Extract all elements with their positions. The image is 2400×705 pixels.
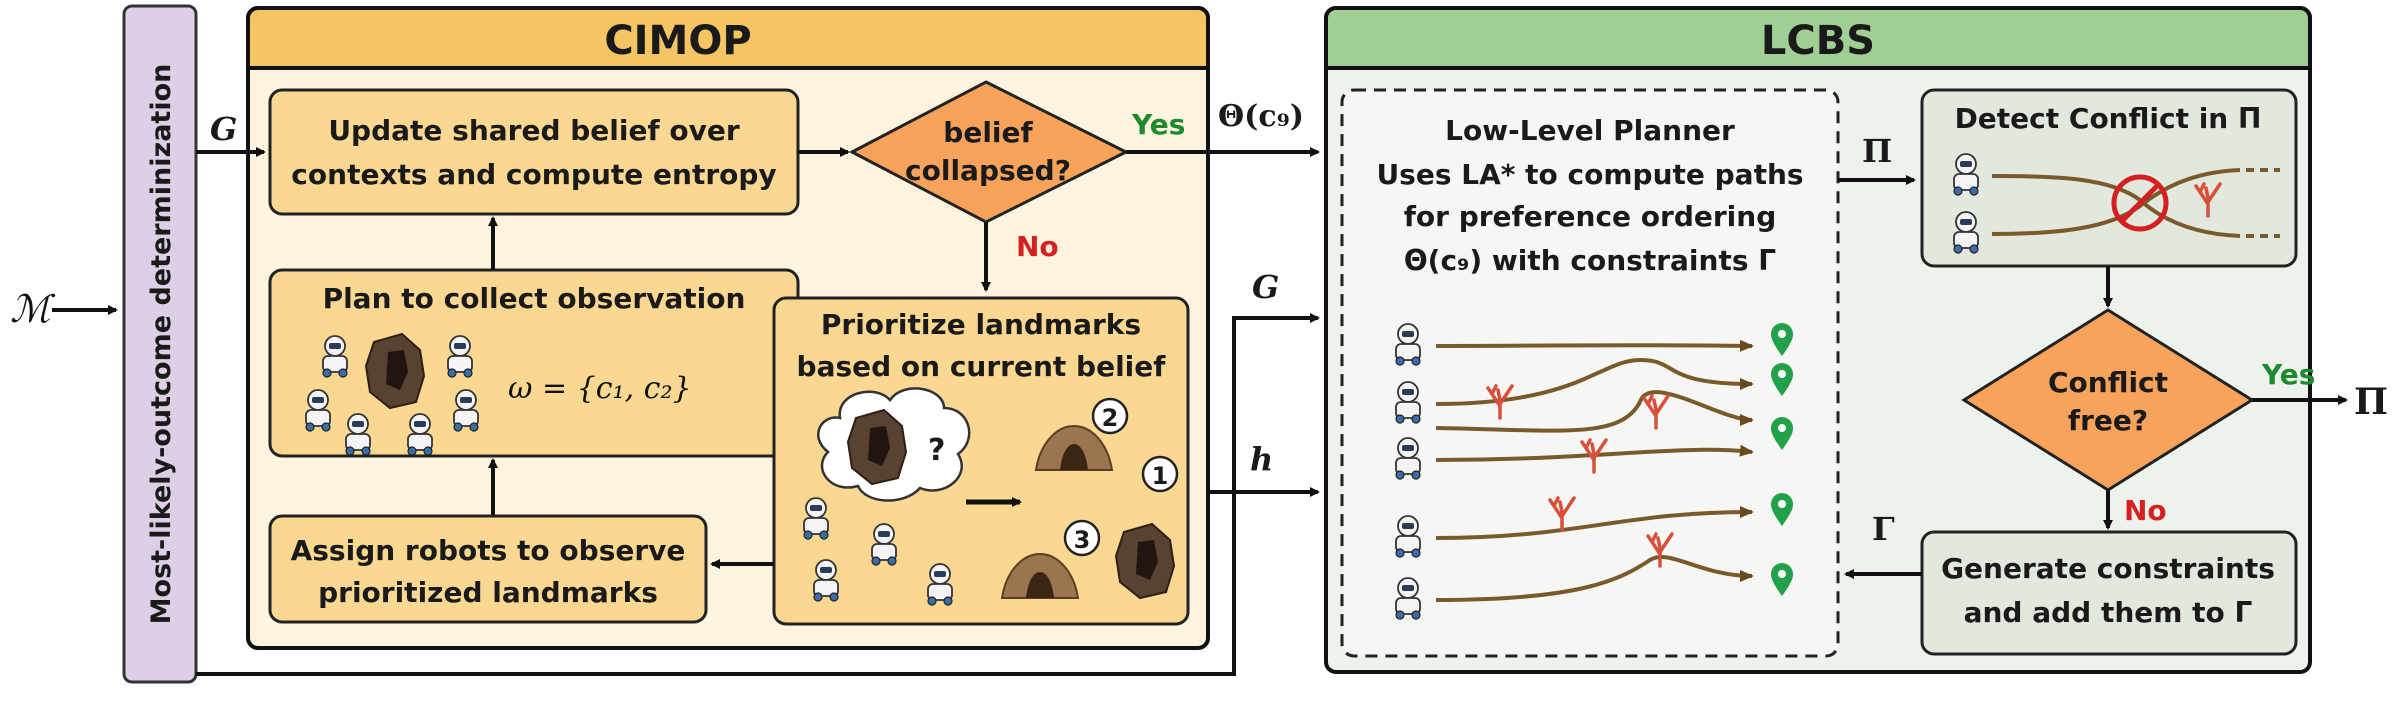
generate-constraints-line1: Generate constraints — [1941, 552, 2275, 585]
generate-constraints-box — [1920, 530, 2298, 656]
landmark-2-badge — [1091, 397, 1129, 435]
plan-robot-icon — [322, 335, 348, 378]
low-level-line2: Uses LA* to compute paths — [1376, 158, 1803, 191]
cimop-title: CIMOP — [604, 18, 751, 64]
plan-robot-icon — [447, 335, 473, 378]
g-connector-arrow — [196, 313, 1320, 676]
planner-paths — [1435, 339, 1754, 602]
assign-robots-line2: prioritized landmarks — [318, 576, 658, 609]
prioritize-line1: Prioritize landmarks — [821, 308, 1141, 341]
conflict-marker-icon — [2111, 174, 2169, 232]
prioritize-robot-icon — [803, 497, 829, 540]
detect-conflict-title: Detect Conflict in Π — [1955, 102, 2262, 135]
robot-path — [1435, 555, 1754, 602]
thought-question: ? — [928, 433, 945, 468]
plan-observation-title: Plan to collect observation — [323, 282, 746, 315]
conflict-marker-slash — [2120, 183, 2160, 223]
robot-path — [1435, 506, 1754, 540]
landmark-2-number: 2 — [1102, 404, 1119, 432]
robot-path — [1435, 444, 1754, 462]
planner-robot-icon — [1395, 577, 1421, 620]
landmark-3-badge — [1063, 519, 1101, 557]
planner-robot-icon — [1395, 381, 1421, 424]
assign-robots-line1: Assign robots to observe — [291, 534, 686, 567]
h-label: h — [1250, 440, 1273, 478]
g-input-label: G — [210, 110, 237, 148]
output-pi-label: Π — [2354, 381, 2388, 423]
pi-label: Π — [1862, 132, 1892, 170]
decision-no-label: No — [1016, 230, 1059, 263]
update-belief-line1: Update shared belief over — [328, 114, 740, 147]
planner-robot-icon — [1395, 323, 1421, 366]
plan-robot-icon — [305, 389, 331, 432]
robot-path — [1435, 357, 1754, 406]
plan-robot-icon — [345, 413, 371, 456]
landmark-rock-icon — [1115, 523, 1175, 599]
landmark-1-number: 1 — [1152, 462, 1169, 490]
update-belief-box — [268, 88, 800, 216]
conflict-no-label: No — [2124, 494, 2167, 527]
belief-collapsed-line1: belief — [943, 116, 1033, 149]
lcbs-header — [1324, 6, 2312, 70]
landmark-3-number: 3 — [1074, 526, 1091, 554]
plan-robot-icon — [453, 389, 479, 432]
assign-robots-box — [268, 514, 708, 624]
conflict-path-continuation — [2246, 168, 2280, 238]
low-level-line4: Θ(c₉) with constraints Γ — [1404, 244, 1776, 277]
robot-path — [1435, 390, 1754, 433]
conflict-free-line1: Conflict — [2048, 366, 2168, 399]
planner-robot-icon — [1395, 437, 1421, 480]
plan-robot-icon — [407, 413, 433, 456]
conflict-free-line2: free? — [2068, 404, 2148, 437]
thought-rock-icon — [847, 409, 907, 485]
theta-label: Θ(c₉) — [1218, 99, 1304, 134]
determinization-bar — [122, 4, 198, 684]
robot-path — [1435, 339, 1754, 352]
landmark-1-badge — [1141, 455, 1179, 493]
generate-constraints-line2: and add them to Γ — [1964, 596, 2253, 629]
prioritize-robot-icon — [871, 523, 897, 566]
lcbs-title: LCBS — [1761, 18, 1875, 64]
prioritize-line2: based on current belief — [797, 350, 1167, 383]
cimop-header — [246, 6, 1210, 70]
landmark-rock-icon — [365, 333, 425, 409]
detect-robot-icon — [1953, 211, 1979, 254]
prioritize-robot-icon — [927, 563, 953, 606]
detect-robot-icon — [1953, 153, 1979, 196]
omega-formula: ω = {c₁, c₂} — [508, 371, 692, 406]
update-belief-line2: contexts and compute entropy — [291, 158, 776, 191]
planner-robot-icon — [1395, 515, 1421, 558]
belief-collapsed-line2: collapsed? — [905, 154, 1071, 187]
determinization-label: Most-likely-outcome determinization — [146, 64, 177, 625]
low-level-line3: for preference ordering — [1404, 200, 1777, 233]
gamma-label: Γ — [1872, 510, 1895, 548]
conflict-yes-label: Yes — [2261, 358, 2315, 391]
input-m-label: ℳ — [10, 287, 56, 331]
g-mid-label: G — [1252, 268, 1279, 306]
decision-yes-label: Yes — [1131, 108, 1185, 141]
prioritize-robot-icon — [813, 559, 839, 602]
low-level-line1: Low-Level Planner — [1445, 114, 1735, 147]
